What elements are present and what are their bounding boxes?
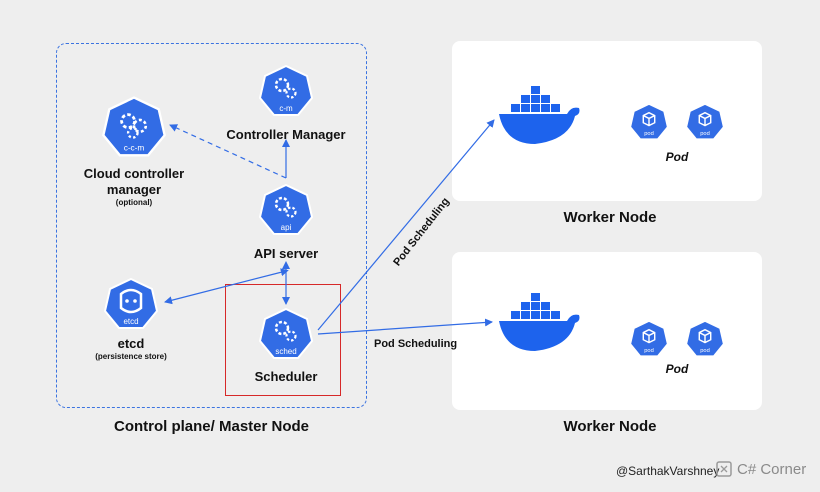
pod-icon-1a-text: pod — [644, 131, 654, 137]
pod-label-2: Pod — [665, 362, 689, 376]
pod-label-1: Pod — [665, 150, 689, 164]
etcd-label: etcd — [117, 336, 145, 351]
docker-whale-icon-1 — [495, 84, 585, 152]
cloud-controller-manager-label-line2: manager — [106, 182, 162, 197]
scheduler-icon: sched — [258, 308, 314, 360]
pod-icon-2a: pod — [629, 320, 669, 358]
edge-api-etcd — [164, 268, 289, 305]
cloud-controller-manager-label-line1: Cloud controller — [83, 166, 185, 181]
control-plane-box — [56, 43, 367, 408]
etcd-note: (persistence store) — [95, 352, 167, 361]
pod-scheduling-label-2: Pod Scheduling — [374, 338, 458, 350]
etcd-icon-text: etcd — [123, 317, 138, 326]
edge-api-cloud-controller — [169, 124, 287, 179]
cloud-controller-manager-icon-text: c-c-m — [124, 144, 145, 153]
control-plane-title: Control plane/ Master Node — [113, 418, 310, 435]
docker-whale-icon-2 — [495, 291, 585, 359]
csharp-corner-logo-icon — [716, 461, 732, 477]
controller-manager-icon: c-m — [258, 65, 314, 117]
brand-name: C# Corner — [737, 461, 807, 478]
edge-scheduler-worker-1 — [317, 119, 495, 331]
pod-icon-1a: pod — [629, 103, 669, 141]
pod-icon-1b-text: pod — [700, 131, 710, 137]
api-server-label: API server — [253, 246, 319, 261]
cloud-controller-manager-note: (optional) — [115, 198, 153, 207]
scheduler-icon-text: sched — [275, 347, 296, 356]
pod-icon-2b: pod — [685, 320, 725, 358]
cloud-controller-manager-icon: c-c-m — [101, 96, 167, 158]
worker-node-title-2: Worker Node — [563, 418, 657, 435]
edge-scheduler-worker-2 — [317, 318, 493, 335]
api-server-icon: api — [258, 184, 314, 236]
pod-icon-2a-text: pod — [644, 348, 654, 354]
controller-manager-label: Controller Manager — [226, 127, 346, 142]
api-server-icon-text: api — [281, 223, 292, 232]
author-handle: @SarthakVarshney — [616, 464, 720, 478]
pod-icon-1b: pod — [685, 103, 725, 141]
worker-node-title-1: Worker Node — [563, 209, 657, 226]
controller-manager-icon-text: c-m — [279, 104, 293, 113]
scheduler-label: Scheduler — [254, 369, 318, 384]
pod-icon-2b-text: pod — [700, 348, 710, 354]
etcd-icon: etcd — [103, 278, 159, 330]
